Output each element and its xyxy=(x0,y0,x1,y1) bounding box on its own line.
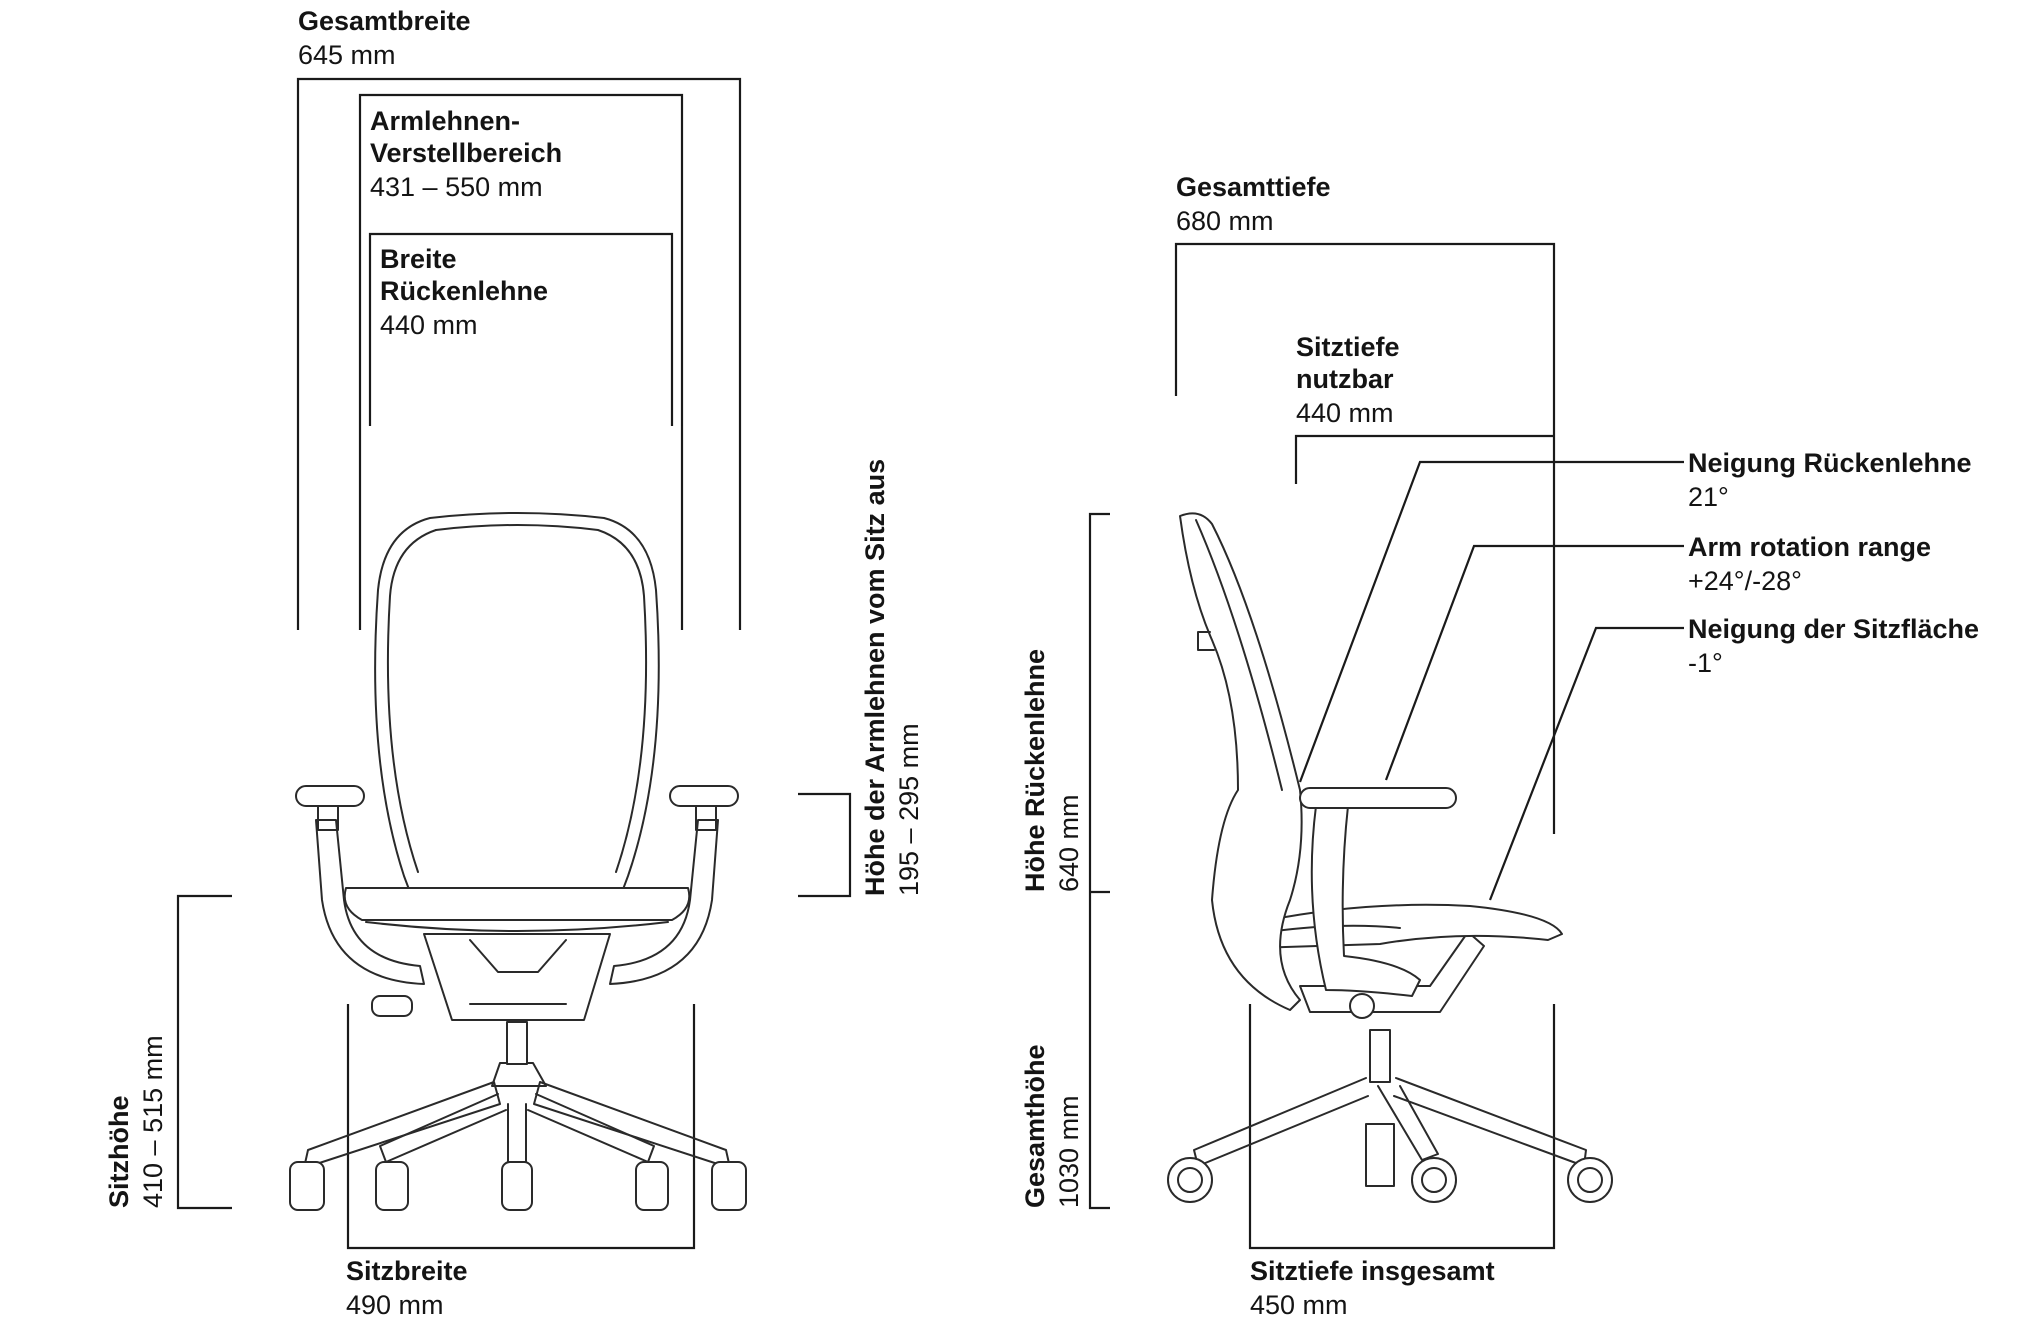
arm-rotation-value: +24°/-28° xyxy=(1688,566,1802,596)
usable-seat-depth-bracket xyxy=(1294,434,1554,484)
caster xyxy=(1167,1157,1213,1203)
front-left-armrest-pad xyxy=(295,785,365,807)
backrest-height-value: 640 mm xyxy=(1054,794,1084,892)
front-dimension-lines xyxy=(176,77,852,1250)
caster xyxy=(1411,1157,1457,1203)
overall-depth-title: Gesamttiefe xyxy=(1176,172,1331,202)
side-seat xyxy=(1249,903,1563,949)
caster xyxy=(635,1161,669,1211)
side-backrest xyxy=(1179,512,1303,1011)
backrest-tilt-title: Neigung Rückenlehne xyxy=(1688,448,1972,478)
side-gas-cylinder-lower xyxy=(1365,1123,1395,1187)
usable-seat-depth-title-line2: nutzbar xyxy=(1296,364,1394,394)
total-seat-depth-value: 450 mm xyxy=(1250,1290,1348,1320)
front-labels: Gesamtbreite 645 mm Armlehnen- Verstellb… xyxy=(104,6,924,1320)
overall-height-title: Gesamthöhe xyxy=(1020,1044,1050,1208)
seat-tilt-leader xyxy=(1488,626,1684,901)
overall-depth-value: 680 mm xyxy=(1176,206,1274,236)
caster xyxy=(375,1161,409,1211)
front-seat xyxy=(343,887,691,921)
seat-height-bracket xyxy=(176,894,232,1210)
front-right-armrest-support xyxy=(609,819,719,985)
armrest-range-bracket xyxy=(358,93,684,630)
front-right-armrest-pad xyxy=(669,785,739,807)
height-bracket xyxy=(1088,512,1110,1210)
usable-seat-depth-title-line1: Sitztiefe xyxy=(1296,332,1400,362)
side-armrest-pad xyxy=(1299,787,1457,809)
backrest-height-title: Höhe Rückenlehne xyxy=(1020,649,1050,892)
total-seat-depth-title: Sitztiefe insgesamt xyxy=(1250,1256,1495,1286)
seat-width-bracket xyxy=(346,1004,696,1250)
side-seat-mechanism xyxy=(1299,931,1485,1013)
front-chair-base xyxy=(289,1062,747,1211)
side-tilt-knob xyxy=(1349,993,1375,1019)
backrest-tilt-leader xyxy=(1298,460,1684,783)
caster xyxy=(289,1161,325,1211)
seat-width-value: 490 mm xyxy=(346,1290,444,1320)
backrest-tilt-value: 21° xyxy=(1688,482,1729,512)
overall-height-value: 1030 mm xyxy=(1054,1095,1084,1208)
backrest-width-title-line2: Rückenlehne xyxy=(380,276,548,306)
front-backrest xyxy=(374,512,660,893)
seat-tilt-title: Neigung der Sitzfläche xyxy=(1688,614,1979,644)
backrest-width-title-line1: Breite xyxy=(380,244,457,274)
overall-width-value: 645 mm xyxy=(298,40,396,70)
overall-depth-bracket xyxy=(1174,242,1556,834)
backrest-width-value: 440 mm xyxy=(380,310,478,340)
overall-width-bracket xyxy=(296,77,742,630)
armrest-range-title-line2: Verstellbereich xyxy=(370,138,562,168)
caster xyxy=(501,1161,533,1211)
seat-width-title: Sitzbreite xyxy=(346,1256,468,1286)
front-seat-mechanism xyxy=(423,933,611,1021)
front-chair-drawing xyxy=(289,512,747,1211)
side-dimension-lines xyxy=(1088,242,1684,1250)
armrest-height-title: Höhe der Armlehnen vom Sitz aus xyxy=(860,459,890,896)
front-left-armrest-support xyxy=(315,819,425,985)
backrest-width-bracket xyxy=(368,232,674,426)
usable-seat-depth-value: 440 mm xyxy=(1296,398,1394,428)
caster xyxy=(1567,1157,1613,1203)
side-labels: Gesamttiefe 680 mm Sitztiefe nutzbar 440… xyxy=(1020,172,1979,1320)
caster xyxy=(711,1161,747,1211)
front-gas-cylinder xyxy=(506,1021,528,1065)
side-chair-drawing xyxy=(1167,512,1613,1203)
arm-rotation-title: Arm rotation range xyxy=(1688,532,1931,562)
arm-rotation-leader xyxy=(1384,544,1684,781)
side-gas-cylinder xyxy=(1369,1029,1391,1083)
armrest-range-title-line1: Armlehnen- xyxy=(370,106,520,136)
seat-height-value: 410 – 515 mm xyxy=(138,1035,168,1208)
side-armrest-support xyxy=(1310,805,1421,997)
armrest-range-value: 431 – 550 mm xyxy=(370,172,543,202)
overall-width-title: Gesamtbreite xyxy=(298,6,471,36)
armrest-height-bracket xyxy=(798,792,852,898)
armrest-height-value: 195 – 295 mm xyxy=(894,723,924,896)
seat-height-title: Sitzhöhe xyxy=(104,1096,134,1209)
seat-tilt-value: -1° xyxy=(1688,648,1723,678)
